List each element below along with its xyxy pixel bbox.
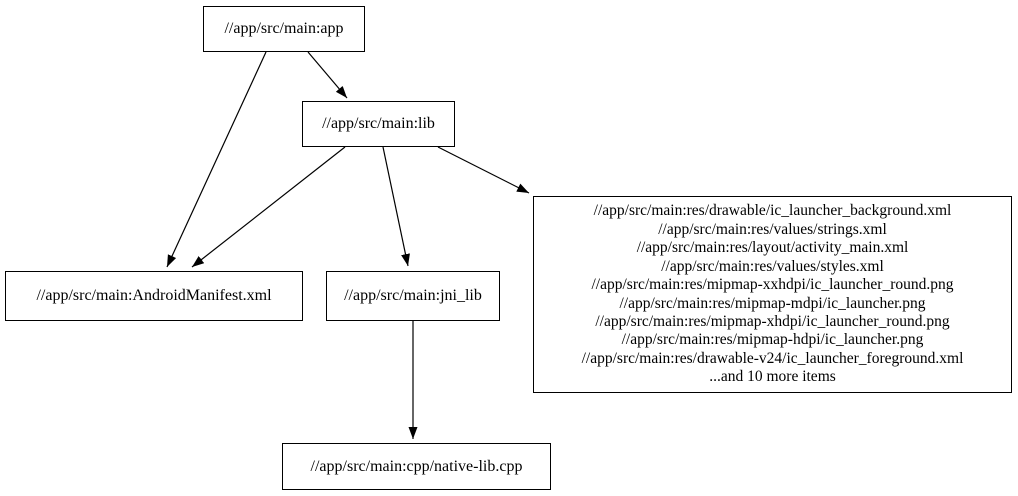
resource-more-items: ...and 10 more items <box>709 368 836 386</box>
edge-lib-to-manifest <box>191 146 346 268</box>
resource-item: //app/src/main:res/values/styles.xml <box>661 257 884 275</box>
node-app: //app/src/main:app <box>203 6 365 52</box>
node-native-lib-cpp: //app/src/main:cpp/native-lib.cpp <box>282 443 551 490</box>
node-resources-group: //app/src/main:res/drawable/ic_launcher_… <box>533 196 1012 393</box>
resource-item: //app/src/main:res/mipmap-xxhdpi/ic_laun… <box>591 276 954 294</box>
node-lib: //app/src/main:lib <box>302 101 455 147</box>
node-app-label: //app/src/main:app <box>224 20 344 38</box>
node-jni-lib-label: //app/src/main:jni_lib <box>344 287 482 305</box>
node-lib-label: //app/src/main:lib <box>322 115 435 133</box>
resource-item: //app/src/main:res/drawable-v24/ic_launc… <box>581 349 964 367</box>
resource-item: //app/src/main:res/values/strings.xml <box>658 220 887 238</box>
node-jni-lib: //app/src/main:jni_lib <box>326 271 500 321</box>
node-android-manifest-label: //app/src/main:AndroidManifest.xml <box>36 287 272 305</box>
node-native-lib-cpp-label: //app/src/main:cpp/native-lib.cpp <box>310 457 523 475</box>
resource-item: //app/src/main:res/layout/activity_main.… <box>636 239 909 257</box>
resource-item: //app/src/main:res/mipmap-mdpi/ic_launch… <box>619 294 926 312</box>
edge-app-to-lib <box>307 51 348 99</box>
resource-item: //app/src/main:res/mipmap-xhdpi/ic_launc… <box>595 312 950 330</box>
resource-item: //app/src/main:res/mipmap-hdpi/ic_launch… <box>621 331 924 349</box>
node-android-manifest: //app/src/main:AndroidManifest.xml <box>5 271 303 321</box>
edge-lib-to-resources <box>437 146 530 194</box>
edge-app-to-manifest <box>166 51 267 268</box>
edge-lib-to-jni-lib <box>382 146 410 267</box>
resource-item: //app/src/main:res/drawable/ic_launcher_… <box>593 202 952 220</box>
